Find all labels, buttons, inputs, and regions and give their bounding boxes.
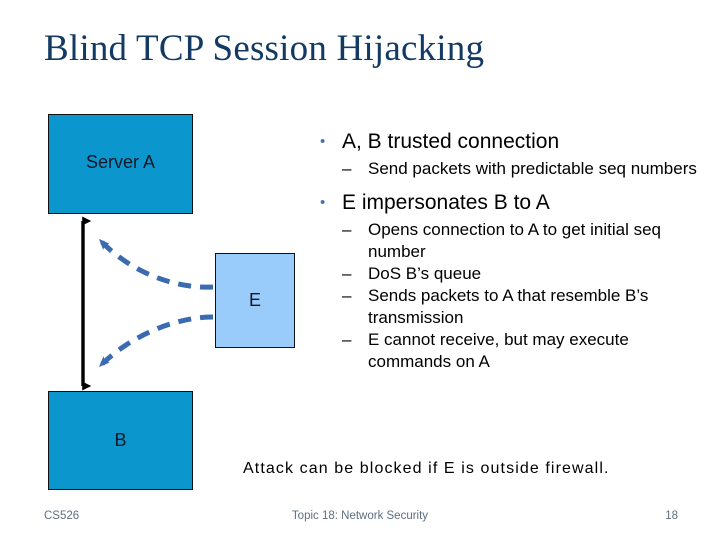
sub-bullet-text: Sends packets to A that resemble B’s tra… (368, 286, 649, 327)
page-title: Blind TCP Session Hijacking (44, 28, 485, 69)
bullet-marker: • (320, 133, 326, 150)
arrow-e-to-a (98, 238, 214, 290)
diagram-node-e (215, 253, 295, 348)
sub-bullet-item: – Opens connection to A to get initial s… (312, 219, 710, 263)
diagram-node-server-a-label: Server A (85, 152, 156, 172)
bullet-item: • E impersonates B to A (312, 189, 710, 216)
sub-bullet-marker: – (342, 286, 352, 305)
sub-bullet-text: Opens connection to A to get initial seq… (368, 220, 661, 261)
footer-page-number: 18 (665, 510, 678, 522)
sub-bullet-marker: – (342, 159, 352, 178)
bullet-list: • A, B trusted connection – Send packets… (312, 128, 710, 373)
bullet-item: • A, B trusted connection (312, 128, 710, 155)
sub-bullet-marker: – (342, 264, 352, 283)
diagram-node-b-label: B (114, 430, 127, 450)
sub-bullet-text: DoS B’s queue (368, 264, 482, 283)
sub-bullet-text: Send packets with predictable seq number… (368, 159, 697, 178)
sub-bullet-marker: – (342, 330, 352, 349)
bullet-text: E impersonates B to A (342, 191, 550, 214)
sub-bullet-item: – E cannot receive, but may execute comm… (312, 329, 710, 373)
footer-course-code: CS526 (44, 510, 80, 522)
sub-bullet-item: – Send packets with predictable seq numb… (312, 158, 710, 180)
attack-caption: Attack can be blocked if E is outside fi… (243, 460, 610, 477)
sub-bullet-marker: – (342, 220, 352, 239)
sub-bullet-item: – Sends packets to A that resemble B’s t… (312, 285, 710, 329)
arrow-e-to-b (98, 314, 214, 368)
sub-bullet-item: – DoS B’s queue (312, 263, 710, 285)
bullet-text: A, B trusted connection (342, 130, 560, 153)
bullet-marker: • (320, 194, 326, 211)
footer-topic-title: Topic 18: Network Security (291, 510, 429, 522)
spacer (312, 180, 710, 189)
diagram-node-b (48, 391, 193, 490)
diagram-node-server-a (48, 114, 193, 214)
sub-bullet-text: E cannot receive, but may execute comman… (368, 330, 629, 371)
diagram-node-e-label: E (248, 290, 261, 310)
